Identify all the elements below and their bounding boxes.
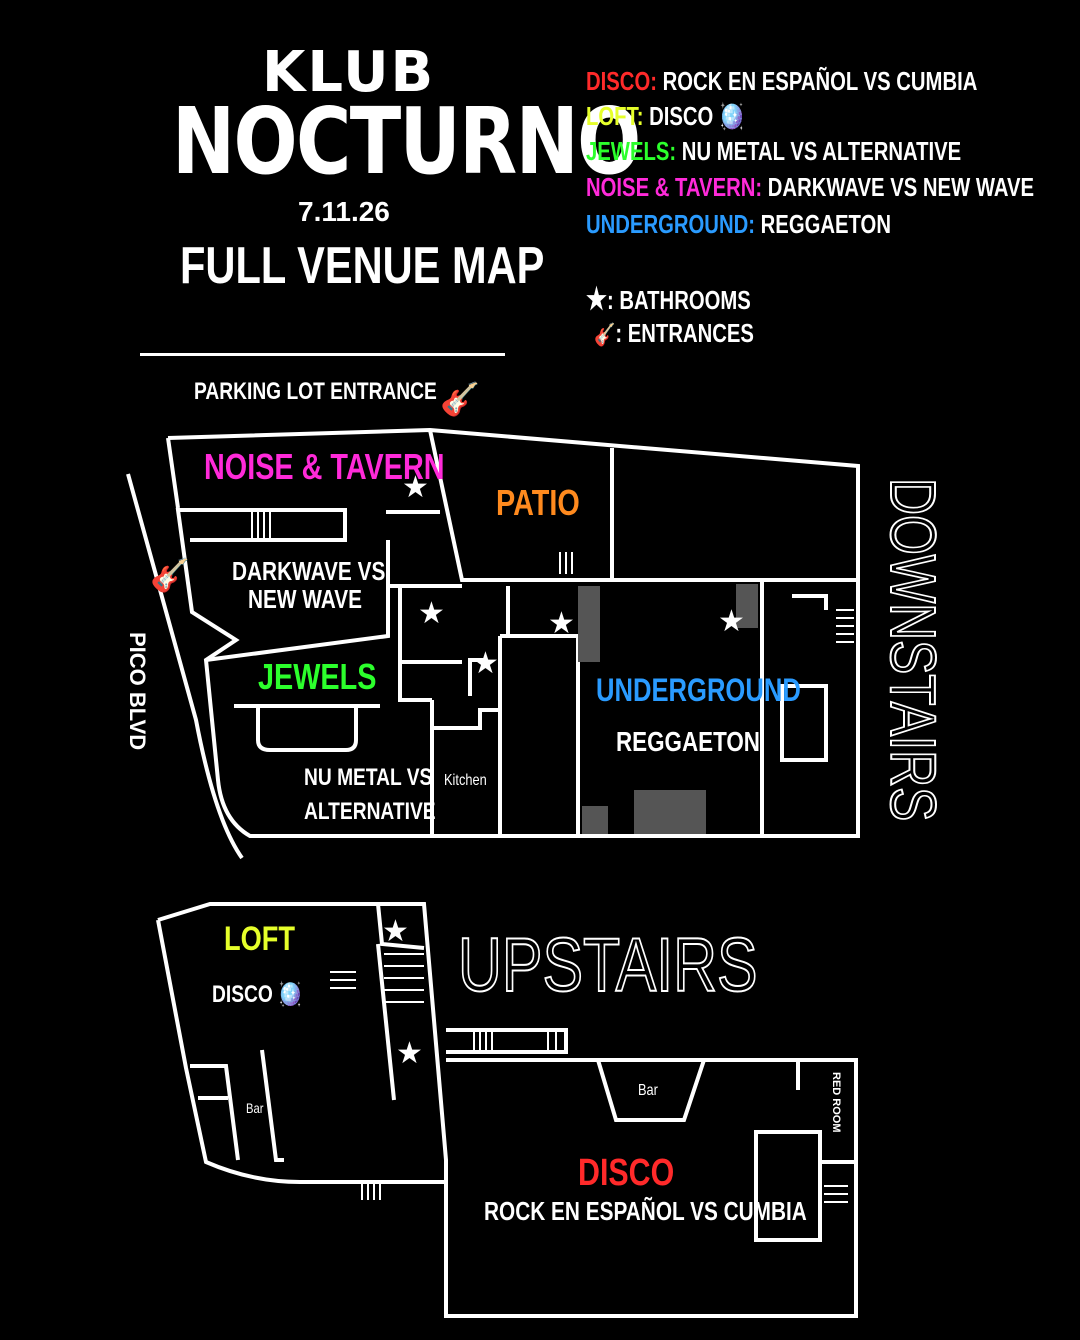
disco-genre: ROCK EN ESPAÑOL VS CUMBIA [484,1196,807,1226]
room-patio-title: PATIO [496,482,580,523]
jewels-genre-line2: ALTERNATIVE [304,798,436,825]
header-divider [140,353,505,356]
room-underground-title: UNDERGROUND [596,672,801,708]
street-label: PICO BLVD [125,632,150,751]
room-disco-title: DISCO [578,1152,675,1194]
legend-genre: REGGAETON [760,209,891,239]
legend-item-loft: LOFT: DISCO 🪩 [586,101,744,132]
loft-genre-label: DISCO [212,981,273,1008]
legend-bathrooms-label: : BATHROOMS [606,285,751,315]
room-noise-tavern-title: NOISE & TAVERN [204,446,445,487]
kitchen-label: Kitchen [444,772,487,789]
bathroom-star-icon: ★ [382,915,409,948]
bathroom-star-icon: ★ [402,471,429,504]
legend-genre: NU METAL VS ALTERNATIVE [681,136,962,166]
legend-genre: ROCK EN ESPAÑOL VS CUMBIA [662,66,978,96]
guitar-icon: 🎸 [594,322,616,347]
legend-room: UNDERGROUND: [586,209,756,239]
legend-item-jewels: JEWELS: NU METAL VS ALTERNATIVE [586,136,961,167]
legend-entrances-label: : ENTRANCES [615,318,754,348]
entrance-guitar-icon: 🎸 [150,557,190,593]
legend-item-bathrooms: ★: BATHROOMS [586,282,751,317]
legend-genre: DISCO 🪩 [649,101,745,131]
disco-ball-icon: 🪩 [278,981,303,1008]
bathroom-star-icon: ★ [548,607,575,640]
legend-item-disco: DISCO: ROCK EN ESPAÑOL VS CUMBIA [586,66,977,97]
loft-bar-label: Bar [246,1100,264,1116]
legend-genre: DARKWAVE VS NEW WAVE [767,172,1035,202]
disco-outline [444,1058,858,1318]
entrance-guitar-icon: 🎸 [440,381,480,417]
legend-room: LOFT: [586,101,644,131]
loft-genre: DISCO 🪩 [212,980,302,1009]
downstairs-label: DOWNSTAIRS [876,477,950,822]
pico-blvd-curb [126,473,244,860]
legend-item-entrances: 🎸: ENTRANCES [594,318,754,349]
bathroom-star-icon: ★ [396,1037,423,1070]
bathroom-star-icon: ★ [472,647,499,680]
legend-room: JEWELS: [586,136,677,166]
red-room-label: RED ROOM [830,1072,842,1133]
legend-room: DISCO: [586,66,657,96]
star-icon: ★ [586,283,607,316]
legend-item-noise-tavern: NOISE & TAVERN: DARKWAVE VS NEW WAVE [586,172,1034,203]
event-date: 7.11.26 [298,196,390,227]
bathroom-star-icon: ★ [418,597,445,630]
legend-room: NOISE & TAVERN: [586,172,763,202]
legend-item-underground: UNDERGROUND: REGGAETON [586,209,891,240]
disco-bar-label: Bar [638,1082,658,1099]
noise-tavern-genre-line1: DARKWAVE VS [232,556,386,586]
underground-genre: REGGAETON [616,726,760,757]
parking-entrance-label: PARKING LOT ENTRANCE [194,378,437,405]
bathroom-star-icon: ★ [718,605,745,638]
room-loft-title: LOFT [224,920,296,958]
downstairs-outline [167,427,860,838]
jewels-genre-line1: NU METAL VS [304,764,433,791]
map-subtitle: FULL VENUE MAP [180,237,545,295]
title-nocturno: NOCTURNO [172,88,641,195]
disco-bar-shape [596,1059,706,1122]
noise-tavern-genre-line2: NEW WAVE [248,584,363,614]
loft-outline [156,902,448,1184]
upstairs-label: UPSTAIRS [457,922,758,1009]
title-klub: KLUB [262,40,436,105]
room-jewels-title: JEWELS [258,656,377,697]
